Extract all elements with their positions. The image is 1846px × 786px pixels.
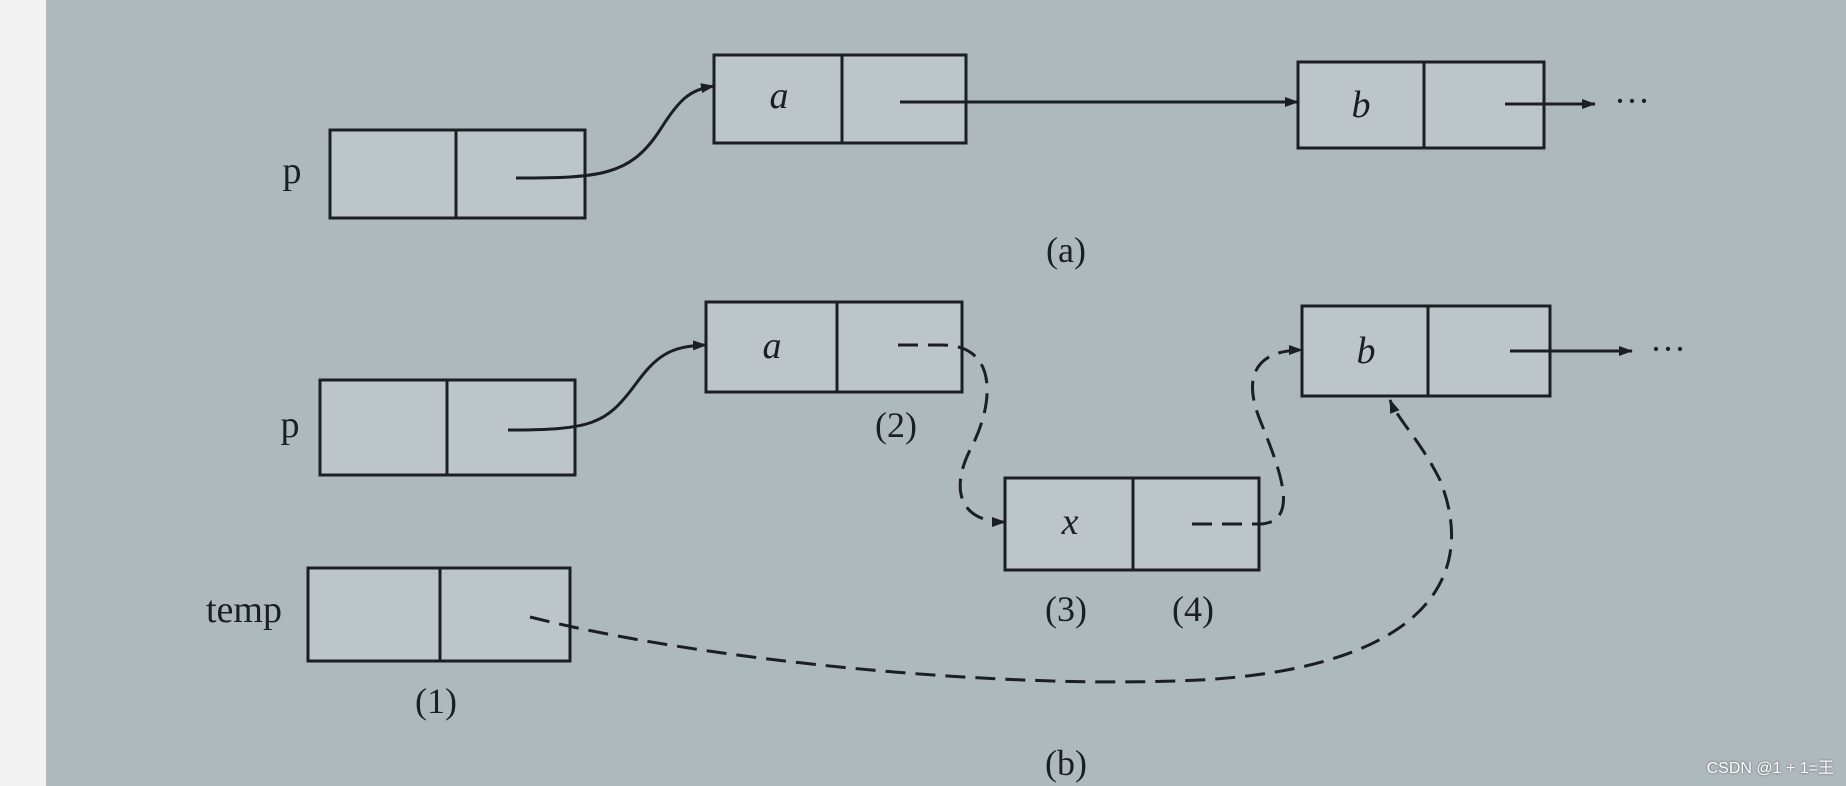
step-label-2: (2): [875, 405, 917, 445]
caption-a: (a): [1046, 230, 1086, 270]
arrow-temp-to-b-dashed: [529, 399, 1454, 684]
value-a-a: a: [770, 75, 789, 117]
node-a-a: [712, 53, 968, 145]
value-a-b: a: [763, 325, 782, 367]
value-x-b: x: [1061, 501, 1079, 543]
watermark: CSDN @1 + 1=王: [1706, 760, 1834, 777]
step-label-3: (3): [1045, 589, 1087, 629]
arrow-p-to-a-b: [507, 340, 707, 432]
step-label-1: (1): [415, 681, 457, 721]
arrow-p-to-a: [515, 83, 715, 180]
step-label-4: (4): [1172, 589, 1214, 629]
arrow-x-to-b-dashed: [1192, 345, 1303, 526]
ellipsis-a: ···: [1614, 81, 1650, 121]
caption-b: (b): [1045, 743, 1087, 783]
value-b-b: b: [1357, 330, 1376, 372]
panel-b: [306, 300, 1633, 684]
ellipsis-b: ···: [1650, 329, 1686, 369]
arrow-a-to-x-dashed: [898, 343, 1006, 527]
panel-a: [328, 53, 1596, 220]
value-b-a: b: [1352, 84, 1371, 126]
label-p-a: p: [283, 150, 302, 192]
label-temp-b: temp: [206, 589, 282, 631]
label-p-b: p: [281, 404, 300, 446]
node-a-b: [704, 300, 964, 394]
